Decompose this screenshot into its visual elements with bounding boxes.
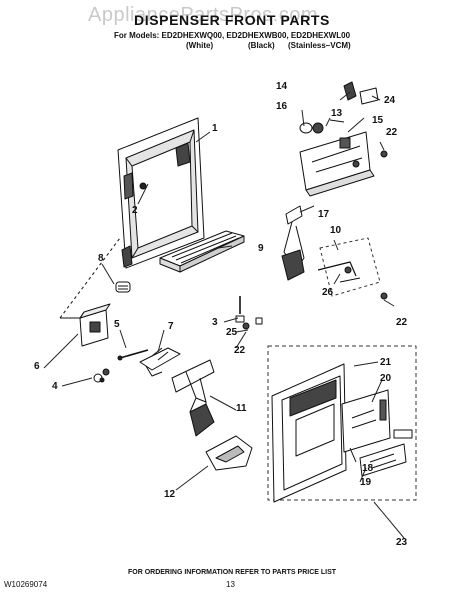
- callout-23: 23: [396, 537, 408, 548]
- callout-16: 16: [276, 101, 288, 112]
- callout-8: 8: [98, 253, 104, 264]
- callout-4: 4: [52, 381, 58, 392]
- actuator-paddle-part: [171, 359, 215, 437]
- callout-6: 6: [34, 361, 40, 372]
- callout-13: 13: [331, 108, 343, 119]
- ordering-note: FOR ORDERING INFORMATION REFER TO PARTS …: [127, 569, 337, 576]
- bracket-part: [139, 347, 181, 377]
- callout-20: 20: [380, 373, 392, 384]
- callout-19: 19: [360, 477, 372, 488]
- connector-part: [115, 281, 131, 293]
- screw-part-22-top: [380, 150, 388, 158]
- variant-white: (White): [186, 41, 214, 50]
- spring-part: [235, 296, 263, 325]
- top-bracket-part: [299, 81, 379, 134]
- callout-7: 7: [168, 321, 174, 332]
- callout-9: 9: [258, 243, 264, 254]
- dispenser-lever-part: [281, 205, 305, 281]
- control-board-part: [341, 389, 413, 453]
- front-panel-part: [271, 363, 347, 503]
- callout-10: 10: [330, 225, 342, 236]
- callout-11: 11: [236, 403, 247, 414]
- callout-15: 15: [372, 115, 384, 126]
- screw-part: [117, 349, 149, 361]
- callout-25: 25: [226, 327, 238, 338]
- lever-arm-part: [317, 261, 361, 283]
- document-number: W10269074: [4, 580, 48, 589]
- callout-21: 21: [380, 357, 392, 368]
- callout-24: 24: [384, 95, 396, 106]
- callout-18: 18: [362, 463, 374, 474]
- callout-12: 12: [164, 489, 176, 500]
- callout-3: 3: [212, 317, 218, 328]
- membrane-keypad-part: [359, 443, 407, 477]
- fastener-part: [93, 368, 110, 383]
- housing-frame-part: [117, 117, 205, 269]
- callout-14: 14: [276, 81, 288, 92]
- models-line: For Models: ED2DHEXWQ00, ED2DHEXWB00, ED…: [113, 31, 351, 40]
- callout-22-top: 22: [386, 127, 398, 138]
- callout-17: 17: [318, 209, 330, 220]
- page-title: DISPENSER FRONT PARTS: [134, 12, 330, 28]
- callout-26: 26: [322, 287, 334, 298]
- callout-22-right: 22: [396, 317, 408, 328]
- nut-part: [380, 292, 388, 300]
- callout-2: 2: [132, 205, 138, 216]
- callout-5: 5: [114, 319, 120, 330]
- control-module-part: [60, 303, 111, 347]
- dispenser-switch-housing-part: [299, 131, 375, 197]
- page-number: 13: [226, 580, 235, 589]
- variant-black: (Black): [248, 41, 275, 50]
- drip-tray-part: [159, 230, 245, 273]
- callout-1: 1: [212, 123, 218, 134]
- nut-part-2: [242, 322, 250, 330]
- watermark: AppliancePartsPros.com: [88, 4, 318, 26]
- callout-22-mid: 22: [234, 345, 246, 356]
- variant-stainless: (Stainless–VCM): [288, 41, 351, 50]
- chute-part: [205, 435, 253, 471]
